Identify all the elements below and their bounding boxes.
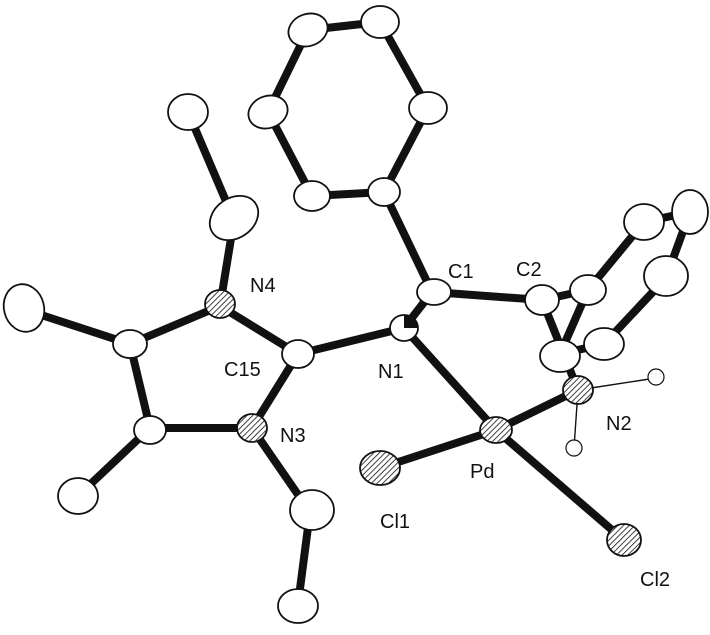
atom-cl1 [359, 450, 401, 486]
atom-n3 [236, 413, 268, 443]
atom-c15 [281, 339, 315, 369]
atom-ph1-2 [360, 5, 400, 39]
atom-ph2-6 [539, 339, 581, 373]
label-n1: N1 [378, 361, 404, 383]
label-n2: N2 [606, 413, 632, 435]
atom-cl2 [606, 523, 642, 557]
atom-me1 [2, 283, 46, 333]
atom-c-ring-1 [112, 329, 148, 359]
bond-n1-c15 [294, 324, 408, 358]
label-c2: C2 [516, 259, 542, 281]
label-pd: Pd [470, 461, 494, 483]
atom-labels: N4 C1 C2 C15 N1 N3 N2 Pd Cl1 Cl2 [224, 259, 670, 591]
atom-ph2-2 [623, 203, 665, 241]
atom-ph2-5 [583, 327, 625, 361]
atom-ph2-1 [569, 274, 607, 306]
atom-ph2-3 [671, 189, 709, 235]
atom-c-ring-2 [133, 415, 167, 445]
atom-eth-n3-ch2 [289, 489, 335, 531]
atom-ph1-3 [408, 91, 448, 125]
atom-pd [479, 416, 513, 444]
atom-h2 [565, 439, 583, 457]
label-c1: C1 [448, 261, 474, 283]
atom-ph1-5 [293, 180, 331, 212]
label-cl2: Cl2 [640, 569, 670, 591]
atom-c2 [524, 284, 560, 316]
atom-ph1-4 [367, 177, 401, 207]
atoms [2, 5, 709, 624]
label-n4: N4 [250, 275, 276, 297]
atom-n2 [562, 375, 594, 405]
atom-n4 [204, 289, 236, 319]
label-c15: C15 [224, 359, 261, 381]
bond-n1-pd [400, 324, 500, 434]
atom-ph2-4 [643, 255, 689, 297]
label-cl1: Cl1 [380, 511, 410, 533]
atom-ph1-6 [247, 94, 289, 130]
bonds [22, 18, 694, 608]
atom-eth-n3-ch3 [277, 588, 319, 624]
bond-ph1-c1 [380, 188, 436, 296]
atom-h1 [647, 368, 665, 386]
bond-pd-cl2 [492, 426, 630, 546]
atom-n1-octant [404, 315, 418, 328]
atom-ph1-1 [287, 12, 329, 48]
atom-c1 [416, 278, 452, 306]
label-n3: N3 [280, 425, 306, 447]
atom-eth-n4-ch2 [208, 194, 260, 242]
atom-eth-n4-ch3 [167, 93, 209, 131]
atom-me2 [57, 477, 99, 515]
